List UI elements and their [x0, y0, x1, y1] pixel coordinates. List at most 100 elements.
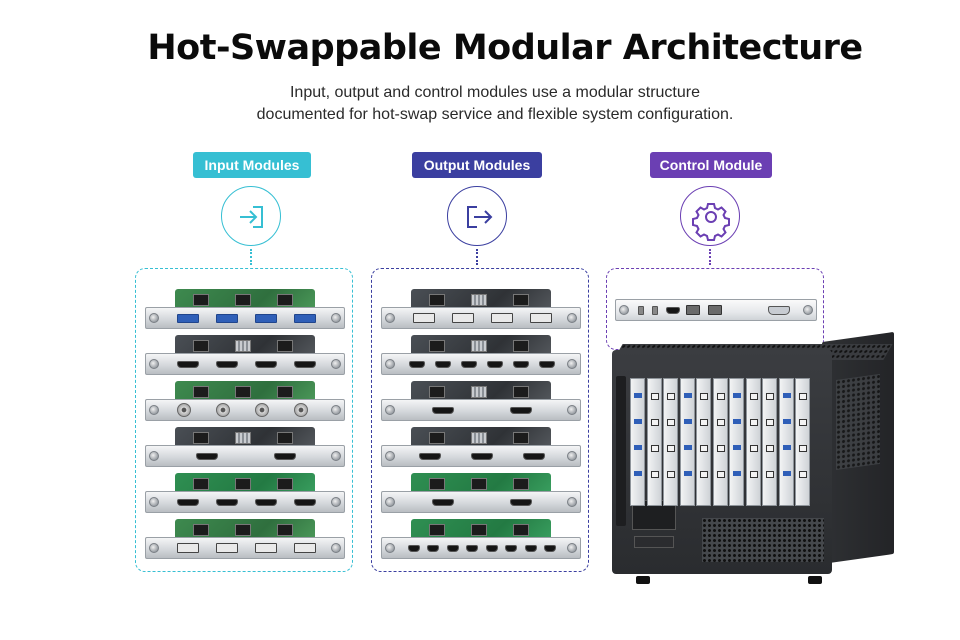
- port-connector: [419, 453, 441, 460]
- thumb-screw: [331, 313, 341, 323]
- board-chip: [429, 386, 445, 398]
- input-module-card: [145, 289, 345, 329]
- input-module-card: [145, 473, 345, 513]
- board-chip: [429, 340, 445, 352]
- port-connector: [510, 499, 532, 506]
- port-connector: [196, 453, 218, 460]
- module-faceplate: [381, 491, 581, 513]
- board-chip: [471, 478, 487, 490]
- port-connector: [176, 361, 199, 368]
- module-faceplate: [145, 307, 345, 329]
- module-faceplate: [145, 445, 345, 467]
- port-connector: [446, 545, 459, 552]
- thumb-screw: [149, 359, 159, 369]
- thumb-screw: [331, 543, 341, 553]
- board-chip: [235, 340, 251, 352]
- thumb-screw: [149, 405, 159, 415]
- chassis-slot: [729, 378, 744, 506]
- thumb-screw: [149, 543, 159, 553]
- port-connector: [215, 499, 238, 506]
- board-chip: [235, 386, 251, 398]
- board-chip: [193, 340, 209, 352]
- board-chip: [277, 478, 293, 490]
- port-connector: [293, 403, 308, 417]
- input-module-card: [145, 335, 345, 375]
- board-chip: [235, 294, 251, 306]
- port-connector: [293, 543, 316, 553]
- port-connector: [432, 499, 454, 506]
- port-connector: [409, 361, 425, 368]
- port-connector: [293, 314, 316, 323]
- module-faceplate: [145, 537, 345, 559]
- port-connector: [254, 361, 277, 368]
- output-connector: [476, 249, 478, 265]
- chassis-slot: [630, 378, 645, 506]
- output-module-card: [381, 335, 581, 375]
- thumb-screw: [331, 359, 341, 369]
- port-connector: [254, 543, 277, 553]
- thumb-screw: [149, 497, 159, 507]
- thumb-screw: [331, 405, 341, 415]
- chassis-slot: [745, 378, 761, 506]
- output-module-card: [381, 289, 581, 329]
- module-faceplate: [381, 307, 581, 329]
- port-connector: [529, 313, 552, 323]
- board-chip: [471, 340, 487, 352]
- port-connector: [215, 543, 238, 553]
- module-faceplate: [145, 353, 345, 375]
- control-module-tag: Control Module: [650, 152, 772, 178]
- control-connector: [709, 249, 711, 265]
- chassis-slot: [679, 378, 695, 506]
- port-connector: [544, 545, 557, 552]
- thumb-screw: [385, 359, 395, 369]
- port-connector: [432, 407, 454, 414]
- module-faceplate: [381, 537, 581, 559]
- board-chip: [277, 432, 293, 444]
- port-connector: [471, 453, 493, 460]
- port-connector: [461, 361, 477, 368]
- port-connector: [215, 403, 230, 417]
- port-connector: [274, 453, 296, 460]
- output-module-card: [381, 381, 581, 421]
- thumb-screw: [331, 497, 341, 507]
- board-chip: [513, 432, 529, 444]
- board-chip: [513, 294, 529, 306]
- port-connector: [254, 314, 277, 323]
- input-module-card: [145, 519, 345, 559]
- input-module-card: [145, 381, 345, 421]
- port-connector: [254, 403, 269, 417]
- sign-in-icon: [221, 186, 281, 246]
- control-card: [615, 299, 817, 321]
- input-connector: [250, 249, 252, 265]
- matrix-chassis: [612, 331, 894, 584]
- port-connector: [524, 545, 537, 552]
- port-connector: [176, 314, 199, 323]
- chassis-slot: [696, 378, 711, 506]
- board-chip: [277, 340, 293, 352]
- chassis-slot: [712, 378, 728, 506]
- module-faceplate: [381, 445, 581, 467]
- port-connector: [176, 499, 199, 506]
- board-chip: [193, 478, 209, 490]
- module-faceplate: [145, 399, 345, 421]
- output-module-card: [381, 519, 581, 559]
- port-connector: [293, 361, 316, 368]
- port-connector: [427, 545, 440, 552]
- port-connector: [513, 361, 529, 368]
- page-title: Hot-Swappable Modular Architecture: [147, 28, 863, 68]
- output-module-card: [381, 473, 581, 513]
- port-connector: [485, 545, 498, 552]
- thumb-screw: [385, 313, 395, 323]
- thumb-screw: [567, 543, 577, 553]
- control-module-panel: [606, 268, 824, 350]
- board-chip: [471, 432, 487, 444]
- thumb-screw: [149, 313, 159, 323]
- board-chip: [429, 294, 445, 306]
- output-modules-panel: [371, 268, 589, 572]
- thumb-screw: [567, 451, 577, 461]
- port-connector: [539, 361, 555, 368]
- thumb-screw: [567, 359, 577, 369]
- chassis-slot: [795, 378, 810, 506]
- board-chip: [193, 386, 209, 398]
- thumb-screw: [567, 497, 577, 507]
